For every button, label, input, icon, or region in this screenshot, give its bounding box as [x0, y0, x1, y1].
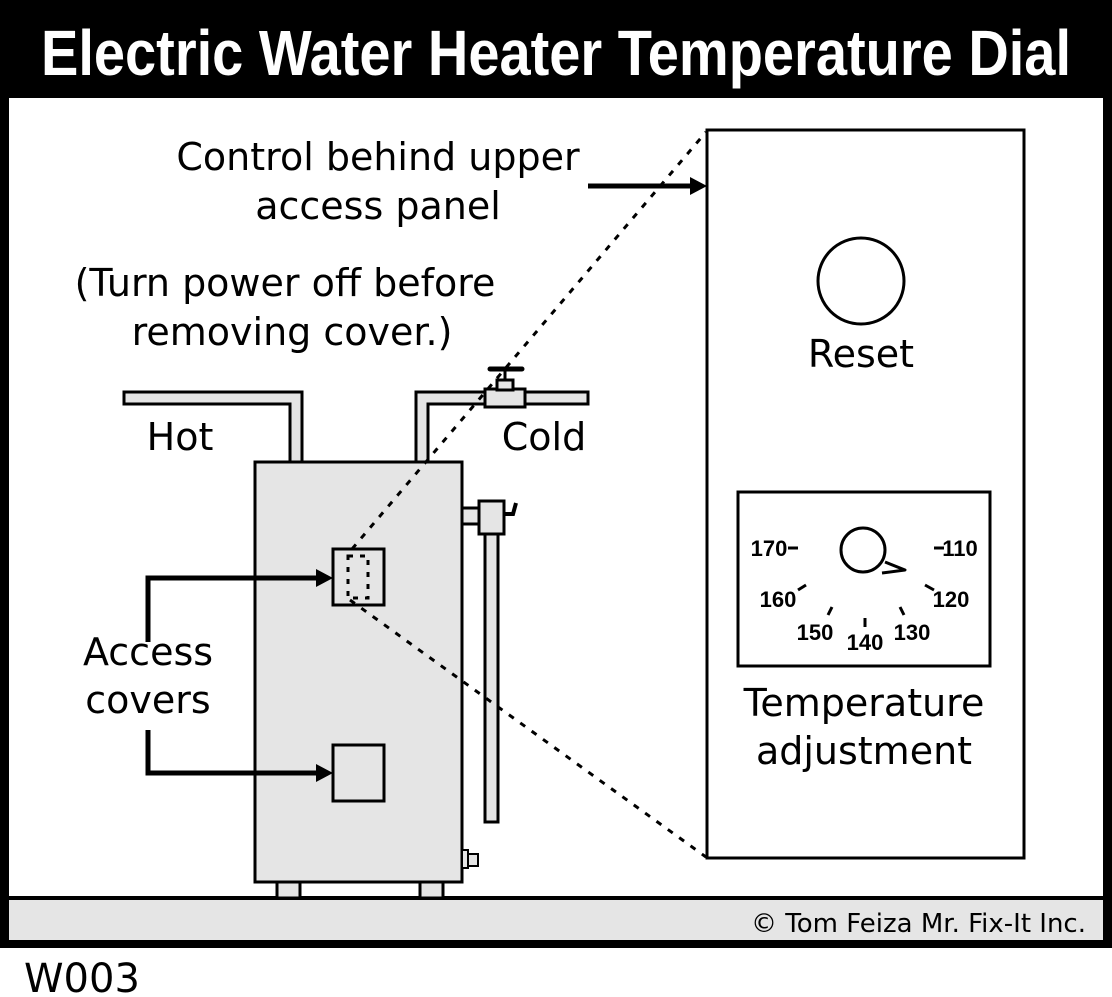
temperature-dial-box — [736, 490, 992, 668]
upper-access-cover — [331, 547, 386, 607]
cold-label: Cold — [502, 415, 586, 459]
diagram-title: Electric Water Heater Temperature Dial — [41, 17, 1071, 89]
control-label-line2: access panel — [255, 184, 501, 228]
floor — [9, 898, 1103, 940]
control-outline — [346, 554, 370, 600]
reset-button[interactable] — [816, 236, 906, 326]
access-label-line2: covers — [85, 678, 210, 722]
zoom-line-bottom — [349, 598, 707, 859]
control-label-line1: Control behind upper — [176, 135, 580, 179]
access-label-line1: Access — [83, 630, 213, 674]
dial-label-120: 120 — [933, 587, 970, 612]
reset-label: Reset — [808, 332, 914, 376]
temperature-label-line2: adjustment — [756, 729, 972, 773]
arrowhead-icon — [690, 177, 707, 195]
tank-foot-left — [275, 880, 302, 900]
diagram-code: W003 — [24, 956, 140, 997]
tank-foot-right — [418, 880, 445, 900]
dial-label-130: 130 — [894, 620, 931, 645]
dial-tick-160 — [797, 583, 807, 592]
dial-tick-120 — [924, 583, 935, 592]
dial-label-110: 110 — [942, 536, 978, 561]
shutoff-valve-icon — [483, 366, 527, 409]
warning-label-line2: removing cover.) — [132, 310, 453, 354]
temperature-label-line1: Temperature — [743, 681, 985, 725]
drain-valve-icon — [461, 849, 479, 869]
dial-label-140: 140 — [847, 630, 884, 655]
hot-label: Hot — [147, 415, 214, 459]
access-arrow-lower — [145, 730, 318, 776]
warning-label-line1: (Turn power off before — [75, 261, 496, 305]
lower-access-cover — [331, 743, 386, 803]
copyright-text: © Tom Feiza Mr. Fix-It Inc. — [751, 909, 1086, 939]
dial-label-170: 170 — [751, 536, 788, 561]
dial-label-150: 150 — [797, 620, 834, 645]
dial-label-160: 160 — [760, 587, 797, 612]
arrowhead-icon — [316, 569, 333, 587]
water-heater-tank — [253, 460, 464, 884]
dial-tick-150 — [826, 606, 834, 616]
relief-valve-icon — [460, 499, 518, 824]
dial-tick-130 — [898, 606, 906, 616]
arrowhead-icon — [316, 764, 333, 782]
access-arrow-upper — [145, 575, 318, 642]
temperature-dial-knob[interactable] — [839, 526, 907, 575]
